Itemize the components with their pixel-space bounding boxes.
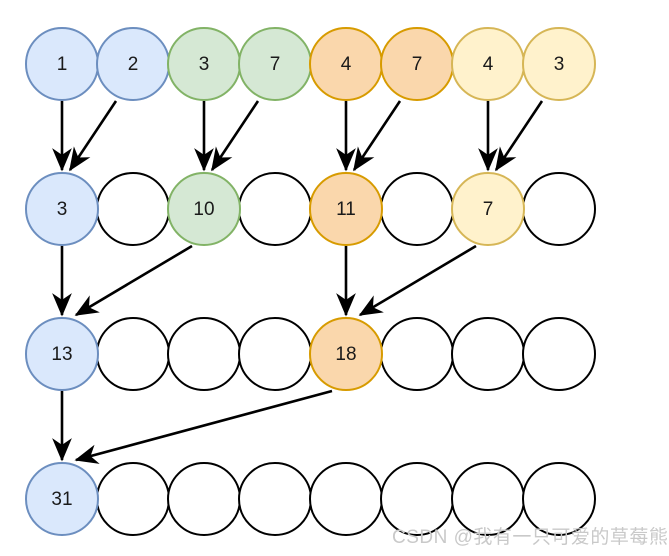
node-level-3-0[interactable]: 13 bbox=[25, 317, 99, 391]
node-label: 3 bbox=[553, 53, 565, 75]
node-level-4-4[interactable] bbox=[309, 462, 383, 536]
watermark-text: CSDN @我有一只可爱的草莓熊 bbox=[392, 527, 669, 548]
node-level-2-6[interactable]: 7 bbox=[451, 172, 525, 246]
node-label: 11 bbox=[336, 198, 356, 220]
node-label: 7 bbox=[482, 198, 494, 220]
node-level-1-7[interactable]: 3 bbox=[522, 27, 596, 101]
node-label: 7 bbox=[269, 53, 281, 75]
node-level-2-4[interactable]: 11 bbox=[309, 172, 383, 246]
node-level-2-7[interactable] bbox=[522, 172, 596, 246]
node-level-4-0[interactable]: 31 bbox=[25, 462, 99, 536]
arrow-group bbox=[52, 100, 544, 464]
node-level-4-5[interactable] bbox=[380, 462, 454, 536]
node-level-1-6[interactable]: 4 bbox=[451, 27, 525, 101]
node-label: 10 bbox=[193, 198, 215, 220]
node-level-4-3[interactable] bbox=[238, 462, 312, 536]
node-label: 3 bbox=[56, 198, 68, 220]
node-label: 4 bbox=[482, 53, 494, 75]
node-level-4-6[interactable] bbox=[451, 462, 525, 536]
node-level-1-5[interactable]: 7 bbox=[380, 27, 454, 101]
node-label: 18 bbox=[335, 343, 357, 365]
node-level-1-4[interactable]: 4 bbox=[309, 27, 383, 101]
node-level-2-0[interactable]: 3 bbox=[25, 172, 99, 246]
node-level-4-1[interactable] bbox=[96, 462, 170, 536]
node-label: 7 bbox=[411, 53, 423, 75]
node-level-2-1[interactable] bbox=[96, 172, 170, 246]
node-level-4-2[interactable] bbox=[167, 462, 241, 536]
node-level-2-5[interactable] bbox=[380, 172, 454, 246]
edge-10-to-13 bbox=[74, 244, 193, 317]
node-label: 31 bbox=[51, 488, 73, 510]
node-label: 13 bbox=[51, 343, 73, 365]
node-level-3-5[interactable] bbox=[380, 317, 454, 391]
edge-2-to-3 bbox=[68, 100, 118, 172]
edge-7-to-18 bbox=[358, 244, 477, 317]
node-level-1-2[interactable]: 3 bbox=[167, 27, 241, 101]
node-level-3-1[interactable] bbox=[96, 317, 170, 391]
edge-18-to-31 bbox=[74, 389, 333, 464]
node-level-3-2[interactable] bbox=[167, 317, 241, 391]
node-level-1-0[interactable]: 1 bbox=[25, 27, 99, 101]
node-level-1-1[interactable]: 2 bbox=[96, 27, 170, 101]
node-label: 2 bbox=[127, 53, 139, 75]
edge-3b-to-7 bbox=[494, 100, 544, 172]
node-level-1-3[interactable]: 7 bbox=[238, 27, 312, 101]
node-level-3-7[interactable] bbox=[522, 317, 596, 391]
node-level-3-3[interactable] bbox=[238, 317, 312, 391]
node-level-3-6[interactable] bbox=[451, 317, 525, 391]
node-level-4-7[interactable] bbox=[522, 462, 596, 536]
node-level-3-4[interactable]: 18 bbox=[309, 317, 383, 391]
node-level-2-3[interactable] bbox=[238, 172, 312, 246]
node-label: 3 bbox=[198, 53, 210, 75]
edge-7b-to-11 bbox=[352, 100, 402, 172]
edge-7-to-10 bbox=[210, 100, 260, 172]
node-label: 1 bbox=[56, 53, 68, 75]
node-level-2-2[interactable]: 10 bbox=[167, 172, 241, 246]
node-label: 4 bbox=[340, 53, 352, 75]
